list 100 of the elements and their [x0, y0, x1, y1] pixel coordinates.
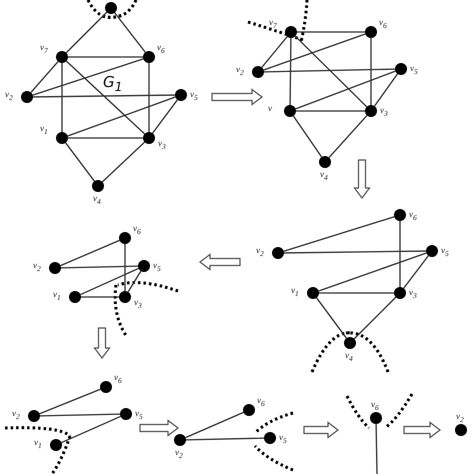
vertex-dot: [119, 232, 131, 244]
vertex-dot: [426, 245, 438, 257]
graph-edge: [61, 63, 63, 132]
graph-edge: [185, 412, 244, 438]
graph-edge: [66, 60, 146, 134]
vertex-label: v$_{5}$: [190, 89, 198, 103]
vertex-label: v$_{6}$: [257, 395, 265, 409]
graph-edge: [295, 70, 396, 110]
graph-edge: [186, 437, 264, 441]
vertex-label: v$_{2}$: [256, 245, 264, 259]
graph-edge: [296, 110, 365, 112]
graph-edge: [61, 416, 121, 444]
vertex-label: v: [268, 103, 272, 113]
vertex-dot: [119, 291, 131, 303]
graph-name: G$_{1}$: [103, 74, 123, 95]
vertex-label: v$_{3}$: [380, 105, 388, 119]
graph-edge: [264, 68, 396, 73]
graph-edge: [297, 31, 365, 33]
vertex-label: v$_{1}$: [53, 289, 61, 303]
graph-edge: [263, 33, 366, 71]
vertex-dot: [92, 180, 104, 192]
vertex-dot: [50, 439, 62, 451]
vertex-label: v$_{1}$: [40, 123, 48, 137]
vertex-dot: [252, 66, 264, 78]
vertex-label: v$_{2}$: [236, 64, 244, 78]
graph-edge: [102, 142, 146, 182]
graph-edge: [40, 413, 120, 417]
graph-edge: [67, 96, 176, 137]
graph-edge: [124, 244, 126, 291]
vertex-label: v$_{2}$: [5, 89, 13, 103]
vertex-dot: [365, 26, 377, 38]
vertex-dot: [394, 209, 406, 221]
vertex-label: v$_{2}$: [456, 411, 464, 425]
vertex-dot: [272, 247, 284, 259]
vertex-dot: [21, 91, 33, 103]
graph-edge: [318, 252, 427, 292]
vertex-label: v$_{4}$: [320, 169, 328, 183]
vertex-dot: [28, 410, 40, 422]
vertex-label: v$_{2}$: [33, 260, 41, 274]
vertex-dot: [120, 408, 132, 420]
vertex-dot: [264, 432, 276, 444]
vertex-label: v$_{3}$: [409, 287, 417, 301]
vertex-label: v$_{1}$: [34, 437, 42, 451]
vertex-dot: [175, 89, 187, 101]
vertex-dot: [100, 381, 112, 393]
vertex-dot: [69, 291, 81, 303]
vertex-dot: [285, 26, 297, 38]
graph-edge: [60, 265, 138, 269]
graph-edge: [68, 56, 143, 58]
graph-edge: [374, 74, 398, 106]
vertex-label: v$_{5}$: [135, 408, 143, 422]
graph-edge: [354, 296, 396, 340]
vertex-label: v$_{6}$: [157, 42, 165, 56]
graph-edge: [32, 58, 144, 96]
block-arrow: [211, 88, 263, 106]
graph-edge: [60, 240, 120, 266]
vertex-label: v$_{2}$: [12, 408, 20, 422]
vertex-label: v$_{6}$: [133, 223, 141, 237]
vertex-dot: [307, 287, 319, 299]
graph-edge: [114, 12, 146, 53]
graph-edge: [319, 292, 394, 294]
vertex-label: v$_{7}$: [40, 42, 48, 56]
graph-edge: [316, 297, 347, 339]
vertex-label: v$_{4}$: [345, 350, 353, 364]
vertex-dot: [370, 412, 382, 424]
vertex-label: v$_{3}$: [158, 138, 166, 152]
vertex-dot: [243, 404, 255, 416]
vertex-dot: [284, 105, 296, 117]
vertex-label: v$_{6}$: [114, 372, 122, 386]
graph-edge: [30, 61, 59, 93]
vertex-label: v$_{2}$: [175, 447, 183, 461]
graph-edge: [66, 12, 108, 54]
graph-edge: [81, 296, 119, 298]
block-arrow: [199, 253, 241, 271]
graph-edge: [39, 388, 101, 414]
vertex-dot: [365, 105, 377, 117]
vertex-dot: [143, 51, 155, 63]
vertex-label: v$_{5}$: [441, 245, 449, 259]
vertex-dot: [143, 132, 155, 144]
vertex-dot: [344, 337, 356, 349]
block-arrow: [353, 159, 371, 199]
graph-edge: [128, 270, 142, 292]
vertex-dot: [394, 287, 406, 299]
graph-edge: [284, 216, 394, 252]
graph-edge: [152, 99, 178, 134]
block-arrow: [139, 419, 179, 437]
graph-edge: [399, 221, 401, 287]
vertex-dot: [49, 262, 61, 274]
graph-edge: [65, 142, 95, 182]
vertex-label: v$_{1}$: [291, 285, 299, 299]
vertex-dot: [105, 2, 117, 14]
graph-edge: [148, 63, 150, 132]
vertex-dot: [138, 260, 150, 272]
vertex-label: v$_{4}$: [93, 193, 101, 207]
graph-edge: [294, 36, 368, 108]
vertex-dot: [319, 156, 331, 168]
vertex-label: v$_{3}$: [134, 297, 142, 311]
graph-edge: [375, 424, 378, 474]
graph-edge: [284, 250, 426, 254]
block-arrow: [403, 421, 441, 439]
